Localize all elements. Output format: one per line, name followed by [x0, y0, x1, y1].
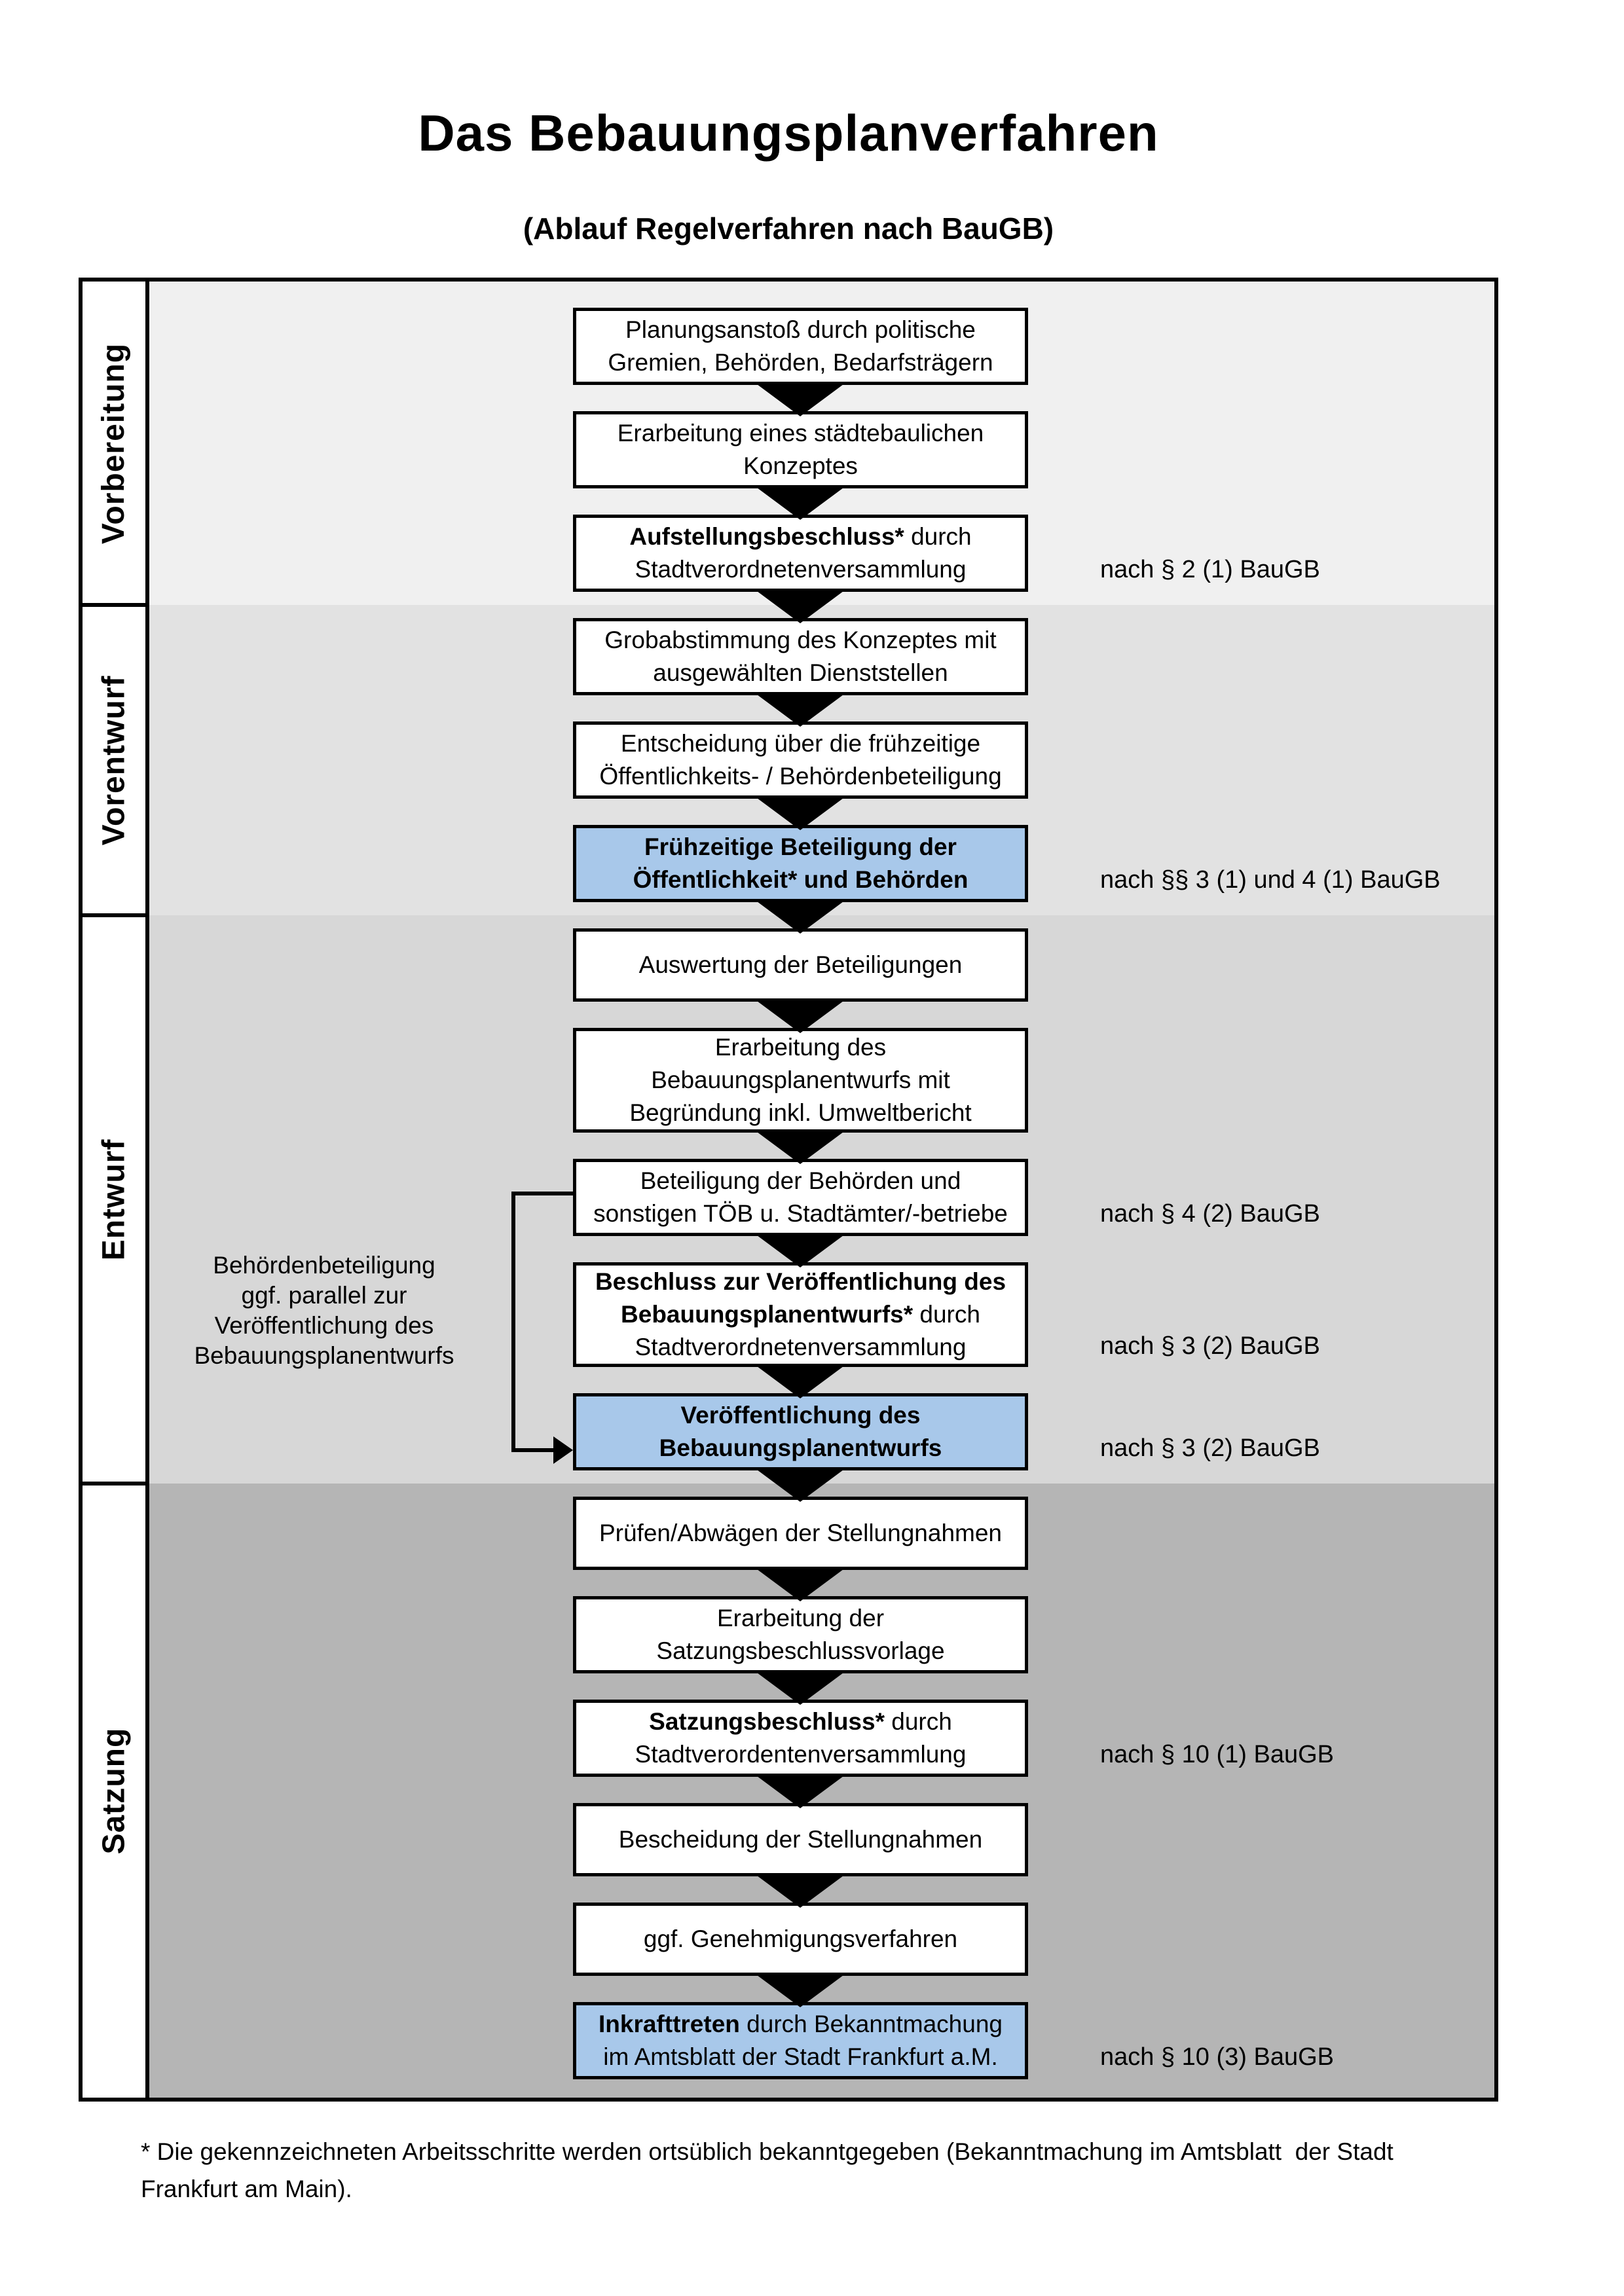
phase-label-text: Vorentwurf — [96, 675, 132, 845]
flow-box-text: Erarbeitung der — [716, 1605, 885, 1631]
flow-box-text: ausgewählten Dienststellen — [653, 659, 948, 686]
phase-label-vorbereitung: Vorbereitung — [83, 282, 145, 605]
legal-ref-inkrafttreten: nach § 10 (3) BauGB — [1100, 2043, 1334, 2071]
flow-arrow-down-icon — [754, 796, 846, 830]
flow-arrow-down-icon — [754, 1468, 846, 1502]
legal-ref-veroeffentlichung: nach § 3 (2) BauGB — [1100, 1434, 1320, 1462]
flow-box-text: Grobabstimmung des Konzeptes mit — [604, 627, 997, 653]
legal-ref-aufstellungsbeschluss: nach § 2 (1) BauGB — [1100, 556, 1320, 583]
flow-box-text: Planungsanstoß durch politische — [625, 316, 976, 343]
flow-box-text: Begründung inkl. Umweltbericht — [629, 1099, 972, 1126]
flow-box-text: Entscheidung über die frühzeitige — [620, 730, 981, 757]
flow-box-text: Gremien, Behörden, Bedarfsträgern — [608, 349, 993, 376]
flow-box-behoerdenbeteiligung: Beteiligung der Behörden und sonstigen TÖ… — [573, 1159, 1028, 1236]
flow-arrow-down-icon — [754, 1233, 846, 1267]
flowchart: Vorbereitung Vorentwurf Entwurf Satzung … — [79, 278, 1498, 2102]
phase-divider-line — [83, 603, 149, 607]
flow-box-text: Inkrafttreten durch Bekanntmachung — [599, 2011, 1003, 2037]
legal-ref-fruehzeitige-beteiligung: nach §§ 3 (1) und 4 (1) BauGB — [1100, 866, 1441, 894]
flow-box-text: Öffentlichkeit* und Behörden — [633, 866, 969, 893]
side-note-line: Behördenbeteiligung — [213, 1252, 435, 1279]
phase-divider-line — [83, 913, 149, 917]
flow-box-text: Veröffentlichung des — [680, 1402, 921, 1429]
flow-arrow-down-icon — [754, 1364, 846, 1398]
flow-box-text: Konzeptes — [743, 452, 858, 479]
flow-box-text: Frühzeitige Beteiligung der — [644, 833, 957, 860]
side-note-behoerdenbeteiligung: Behördenbeteiligung ggf. parallel zur Ve… — [164, 1250, 485, 1371]
flow-box-text: Bebauungsplanentwurfs* durch — [621, 1301, 980, 1328]
flow-box-auswertung: Auswertung der Beteiligungen — [573, 928, 1028, 1002]
legal-ref-satzungsbeschluss: nach § 10 (1) BauGB — [1100, 1741, 1334, 1768]
flow-box-text: Aufstellungsbeschluss* durch — [629, 523, 972, 550]
flow-box-grobabstimmung: Grobabstimmung des Konzeptes mit ausgewäh… — [573, 618, 1028, 695]
flow-arrow-down-icon — [754, 1774, 846, 1808]
flow-box-text: Stadtverordentenversammlung — [635, 1741, 967, 1768]
phase-column-divider — [145, 282, 149, 2098]
connector-arrow-right-icon — [553, 1436, 573, 1464]
flow-box-text: Beschluss zur Veröffentlichung des — [595, 1268, 1006, 1295]
flow-box-text: Öffentlichkeits- / Behördenbeteiligung — [599, 763, 1002, 790]
footnote-line: * Die gekennzeichneten Arbeitsschritte w… — [141, 2138, 1393, 2165]
flow-box-text: Bebauungsplanentwurfs mit — [651, 1066, 950, 1093]
flow-arrow-down-icon — [754, 382, 846, 416]
phase-label-satzung: Satzung — [83, 1484, 145, 2098]
flow-arrow-down-icon — [754, 589, 846, 623]
footnote-line: Frankfurt am Main). — [141, 2176, 352, 2202]
flow-box-text: Auswertung der Beteiligungen — [638, 951, 963, 978]
flow-box-text: Satzungsbeschluss* durch — [649, 1708, 952, 1735]
flow-arrow-down-icon — [754, 900, 846, 934]
phase-label-text: Entwurf — [96, 1139, 132, 1260]
flow-arrow-down-icon — [754, 486, 846, 520]
phase-label-vorentwurf: Vorentwurf — [83, 605, 145, 915]
connector-line-bottom — [511, 1448, 556, 1452]
legal-ref-beschluss: nach § 3 (2) BauGB — [1100, 1332, 1320, 1360]
flow-box-inkrafttreten: Inkrafttreten durch Bekanntmachung im Amt… — [573, 2002, 1028, 2079]
legal-ref-behoerdenbeteiligung: nach § 4 (2) BauGB — [1100, 1200, 1320, 1228]
side-note-line: Bebauungsplanentwurfs — [194, 1342, 454, 1369]
flow-box-bescheidung: Bescheidung der Stellungnahmen — [573, 1803, 1028, 1876]
flow-box-genehmigungsverfahren: ggf. Genehmigungsverfahren — [573, 1903, 1028, 1976]
flow-arrow-down-icon — [754, 1671, 846, 1705]
flow-box-text: sonstigen TÖB u. Stadtämter/-betriebe — [593, 1200, 1008, 1227]
page-subtitle: (Ablauf Regelverfahren nach BauGB) — [523, 211, 1054, 246]
flow-box-text: Erarbeitung des — [714, 1034, 887, 1061]
flow-box-text: ggf. Genehmigungsverfahren — [643, 1925, 958, 1952]
flow-box-text: Prüfen/Abwägen der Stellungnahmen — [599, 1520, 1003, 1546]
side-note-line: ggf. parallel zur — [241, 1282, 407, 1309]
flow-box-text: Beteiligung der Behörden und — [640, 1167, 961, 1194]
flow-arrow-down-icon — [754, 1567, 846, 1601]
flow-box-text: Bebauungsplanentwurfs — [659, 1434, 942, 1461]
flow-box-text: Bescheidung der Stellungnahmen — [618, 1826, 983, 1853]
flow-box-text: Stadtverordnetenversammlung — [635, 556, 967, 583]
phase-label-entwurf: Entwurf — [83, 915, 145, 1484]
flow-arrow-down-icon — [754, 1130, 846, 1164]
flow-arrow-down-icon — [754, 1973, 846, 2007]
flow-arrow-down-icon — [754, 999, 846, 1033]
flow-arrow-down-icon — [754, 693, 846, 727]
flow-box-text: Stadtverordnetenversammlung — [635, 1334, 967, 1360]
phase-divider-line — [83, 1482, 149, 1485]
connector-line-vertical — [511, 1192, 515, 1452]
flow-box-text: Erarbeitung eines städtebaulichen — [617, 420, 984, 446]
flow-arrow-down-icon — [754, 1874, 846, 1908]
side-note-line: Veröffentlichung des — [214, 1312, 434, 1339]
phase-label-text: Vorbereitung — [96, 342, 132, 544]
page-title: Das Bebauungsplanverfahren — [418, 104, 1159, 162]
flow-box-text: im Amtsblatt der Stadt Frankfurt a.M. — [603, 2043, 998, 2070]
flow-box-pruefen-abwaegen: Prüfen/Abwägen der Stellungnahmen — [573, 1497, 1028, 1570]
flow-box-text: Satzungsbeschlussvorlage — [656, 1637, 945, 1664]
connector-line-top — [511, 1192, 573, 1195]
phase-label-text: Satzung — [96, 1727, 132, 1854]
footnote: * Die gekennzeichneten Arbeitsschritte w… — [141, 2133, 1509, 2208]
